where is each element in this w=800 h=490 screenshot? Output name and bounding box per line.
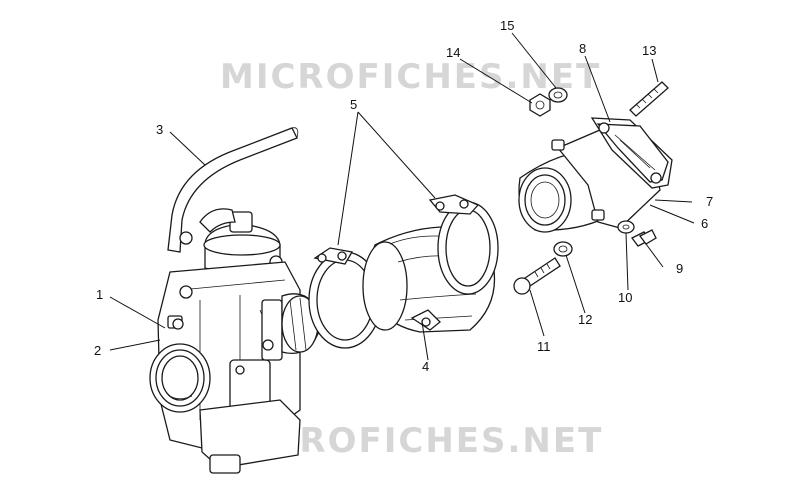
stud-13 [629, 81, 669, 117]
washer-10 [617, 220, 635, 234]
inlet-flange-assembly [518, 117, 673, 233]
callout-6: 6 [701, 216, 708, 231]
callout-9: 9 [676, 261, 683, 276]
callout-10: 10 [618, 290, 632, 305]
callout-11: 11 [537, 339, 551, 354]
leader-lines [109, 32, 695, 361]
bolt-11 [513, 257, 561, 295]
nut-14 [529, 93, 551, 117]
callout-7: 7 [706, 194, 713, 209]
callout-5: 5 [350, 97, 357, 112]
callout-15: 15 [500, 18, 514, 33]
washer-12 [553, 241, 573, 257]
callout-3: 3 [156, 122, 163, 137]
callout-12: 12 [578, 312, 592, 327]
callout-13: 13 [642, 43, 656, 58]
callout-1: 1 [96, 287, 103, 302]
watermark-top: MICROFICHES.NET [220, 57, 601, 97]
washer-15 [548, 87, 568, 103]
callout-2: 2 [94, 343, 101, 358]
intake-rubber-and-clamps [308, 194, 499, 349]
bolt-9 [631, 229, 657, 247]
carburettor-assembly [149, 127, 323, 474]
callout-4: 4 [422, 359, 429, 374]
callout-14: 14 [446, 45, 460, 60]
callout-8: 8 [579, 41, 586, 56]
